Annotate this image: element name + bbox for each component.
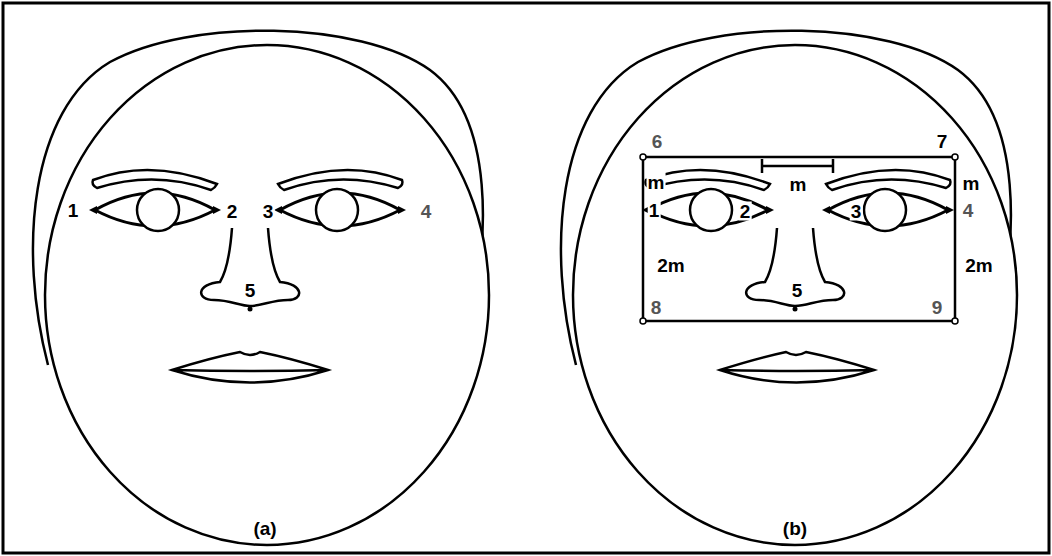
callout-number: 2 — [226, 202, 239, 221]
callout-number: 7 — [936, 132, 949, 151]
callout-number: m — [647, 173, 666, 192]
panel-label: (b) — [782, 519, 808, 538]
callout-number: 5 — [791, 281, 804, 300]
callout-number: 3 — [850, 202, 863, 221]
callout-number: 4 — [420, 202, 433, 221]
callout-number: 4 — [962, 201, 975, 220]
callout-number: 8 — [650, 298, 663, 317]
callout-number: 3 — [262, 202, 275, 221]
callout-number: 2m — [656, 256, 685, 275]
face-b — [561, 31, 1017, 545]
callout-number: 9 — [931, 298, 944, 317]
measure-rectangle — [643, 157, 955, 321]
callout-number: 5 — [244, 281, 257, 300]
callout-number: 1 — [67, 201, 80, 220]
panel-label: (a) — [252, 519, 277, 538]
face-a — [33, 31, 489, 545]
callout-number: 6 — [651, 132, 664, 151]
dimension-bracket — [762, 159, 833, 173]
callout-number: 2m — [964, 256, 993, 275]
callout-number: 2 — [739, 202, 752, 221]
callout-number: 1 — [648, 201, 661, 220]
callout-number: m — [962, 174, 981, 193]
callout-number: m — [789, 175, 808, 194]
